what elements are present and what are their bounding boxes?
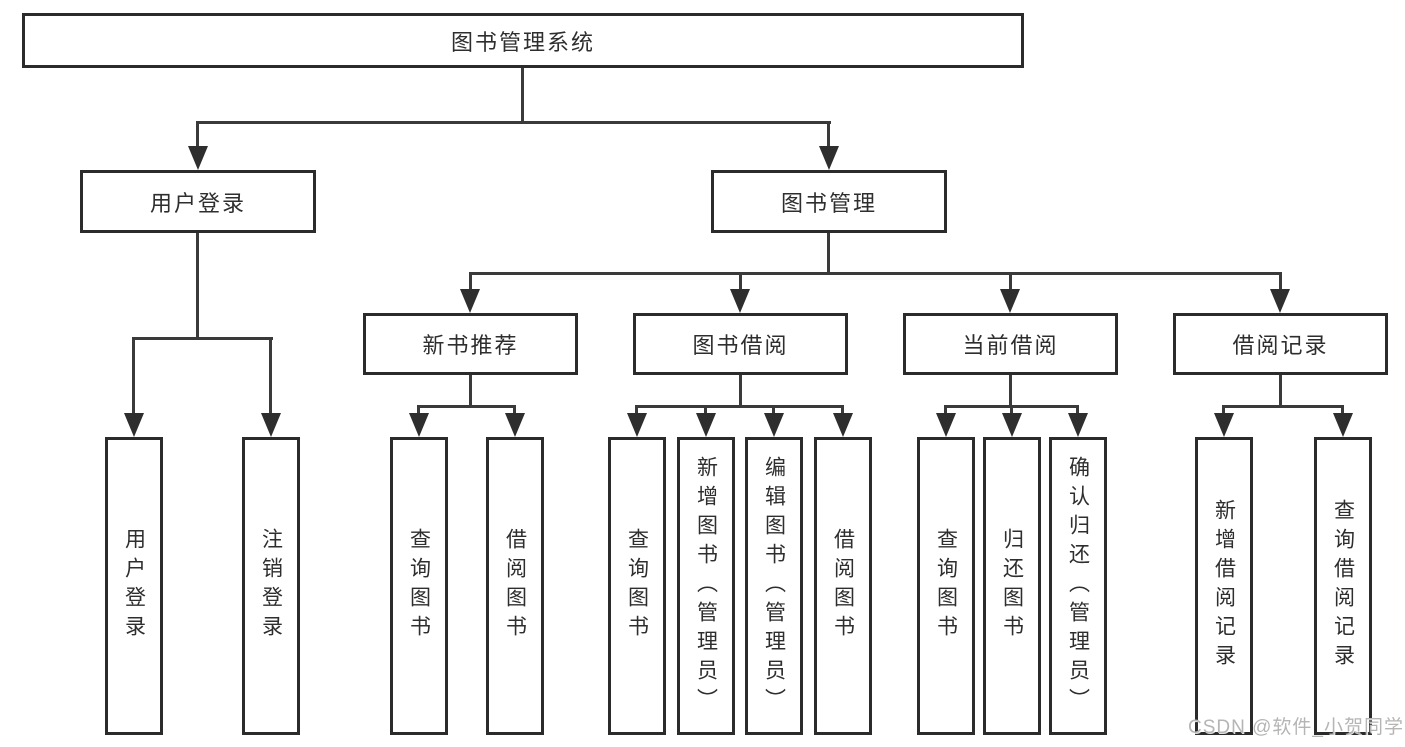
arrowhead-cb-leaf2-icon <box>1002 413 1022 437</box>
node-current-borrowing: 当前借阅 <box>903 313 1118 375</box>
arrowhead-book-mgmt-icon <box>819 146 839 170</box>
arrowhead-new-book-icon <box>460 289 480 313</box>
connector-root-stem-line <box>521 68 524 121</box>
connector-drop-cb-leaf3-line <box>1076 405 1079 415</box>
connector-drop-login-leaf1-line <box>132 337 135 415</box>
leaf-add-borrow-record: 新增借阅记录 <box>1195 437 1253 735</box>
leaf-user-login: 用户登录 <box>105 437 163 735</box>
node-new-book-recommend: 新书推荐 <box>363 313 578 375</box>
leaf-logout: 注销登录 <box>242 437 300 735</box>
connector-book-borrow-rail-line <box>635 405 844 408</box>
arrowhead-borrow-record-icon <box>1270 289 1290 313</box>
csdn-watermark: CSDN @软件_小贺同学 <box>1188 717 1404 738</box>
connector-drop-nb-leaf1-line <box>417 405 420 415</box>
leaf-label: 用户登录 <box>122 528 146 644</box>
leaf-borrow-books-newbook: 借阅图书 <box>486 437 544 735</box>
leaf-label: 注销登录 <box>259 528 283 644</box>
connector-new-book-rail-line <box>417 405 516 408</box>
connector-drop-login-leaf2-line <box>269 337 272 415</box>
node-label: 图书管理系统 <box>450 29 595 55</box>
connector-drop-cb-leaf2-line <box>1010 405 1013 415</box>
leaf-query-books-current: 查询图书 <box>917 437 975 735</box>
node-label: 借阅记录 <box>1232 333 1329 358</box>
node-borrowing-records: 借阅记录 <box>1173 313 1388 375</box>
connector-drop-borrow-record-line <box>1279 272 1282 291</box>
node-user-login: 用户登录 <box>80 170 316 233</box>
arrowhead-book-borrow-icon <box>730 289 750 313</box>
leaf-return-books: 归还图书 <box>983 437 1041 735</box>
leaf-label: 查询图书 <box>407 528 431 644</box>
node-label: 新书推荐 <box>422 333 519 358</box>
arrowhead-nb-leaf1-icon <box>409 413 429 437</box>
connector-book-mgmt-rail-line <box>469 272 1282 275</box>
connector-new-book-stem-line <box>469 375 472 405</box>
leaf-borrow-books: 借阅图书 <box>814 437 872 735</box>
leaf-label: 新增借阅记录 <box>1212 499 1236 673</box>
connector-drop-book-mgmt-line <box>827 121 830 148</box>
leaf-query-books-borrow: 查询图书 <box>608 437 666 735</box>
node-book-management: 图书管理 <box>711 170 947 233</box>
connector-drop-bb-leaf2-line <box>704 405 707 415</box>
arrowhead-login-leaf2-icon <box>261 413 281 437</box>
arrowhead-nb-leaf2-icon <box>505 413 525 437</box>
leaf-query-borrow-record: 查询借阅记录 <box>1314 437 1372 735</box>
arrowhead-current-borrow-icon <box>1000 289 1020 313</box>
leaf-edit-books-admin: 编辑图书（管理员） <box>745 437 803 735</box>
leaf-label: 归还图书 <box>1000 528 1024 644</box>
arrowhead-bb-leaf3-icon <box>764 413 784 437</box>
connector-drop-cb-leaf1-line <box>944 405 947 415</box>
leaf-label: 借阅图书 <box>831 528 855 644</box>
arrowhead-br-leaf1-icon <box>1214 413 1234 437</box>
connector-drop-current-borrow-line <box>1009 272 1012 291</box>
connector-root-rail-line <box>196 121 831 124</box>
leaf-label: 编辑图书（管理员） <box>762 455 786 717</box>
connector-drop-bb-leaf1-line <box>635 405 638 415</box>
node-label: 当前借阅 <box>962 333 1059 358</box>
connector-drop-book-borrow-line <box>739 272 742 291</box>
arrowhead-bb-leaf1-icon <box>627 413 647 437</box>
node-label: 图书借阅 <box>692 333 789 358</box>
arrowhead-bb-leaf2-icon <box>696 413 716 437</box>
arrowhead-user-login-icon <box>188 146 208 170</box>
connector-user-login-rail-line <box>132 337 273 340</box>
arrowhead-cb-leaf3-icon <box>1068 413 1088 437</box>
leaf-confirm-return-admin: 确认归还（管理员） <box>1049 437 1107 735</box>
leaf-label: 查询借阅记录 <box>1331 499 1355 673</box>
arrowhead-br-leaf2-icon <box>1333 413 1353 437</box>
node-label: 用户登录 <box>149 190 246 216</box>
arrowhead-bb-leaf4-icon <box>833 413 853 437</box>
connector-user-login-stem-line <box>196 233 199 337</box>
connector-drop-br-leaf1-line <box>1222 405 1225 415</box>
node-label: 图书管理 <box>780 190 877 216</box>
leaf-label: 查询图书 <box>625 528 649 644</box>
leaf-label: 查询图书 <box>934 528 958 644</box>
leaf-label: 新增图书（管理员） <box>694 455 718 717</box>
connector-borrow-record-rail-line <box>1222 405 1344 408</box>
arrowhead-cb-leaf1-icon <box>936 413 956 437</box>
leaf-query-books-newbook: 查询图书 <box>390 437 448 735</box>
connector-drop-new-book-line <box>469 272 472 291</box>
node-book-borrowing: 图书借阅 <box>633 313 848 375</box>
connector-drop-bb-leaf3-line <box>772 405 775 415</box>
connector-book-borrow-stem-line <box>739 375 742 405</box>
connector-drop-user-login-line <box>196 121 199 148</box>
node-library-management-system: 图书管理系统 <box>22 13 1024 68</box>
connector-drop-bb-leaf4-line <box>841 405 844 415</box>
connector-drop-br-leaf2-line <box>1341 405 1344 415</box>
leaf-label: 确认归还（管理员） <box>1066 455 1090 717</box>
connector-borrow-record-stem-line <box>1279 375 1282 405</box>
arrowhead-login-leaf1-icon <box>124 413 144 437</box>
connector-drop-nb-leaf2-line <box>513 405 516 415</box>
connector-book-mgmt-stem-line <box>827 233 830 272</box>
leaf-add-books-admin: 新增图书（管理员） <box>677 437 735 735</box>
leaf-label: 借阅图书 <box>503 528 527 644</box>
connector-current-borrow-stem-line <box>1009 375 1012 405</box>
